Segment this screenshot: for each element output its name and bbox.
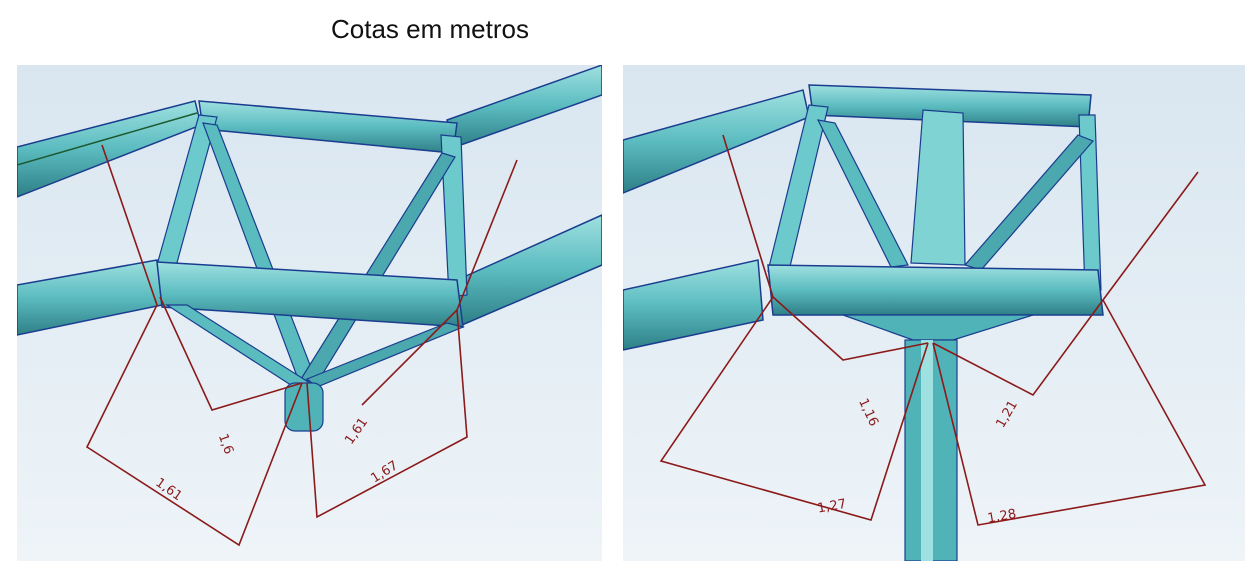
frame-right-post (1078, 114, 1102, 292)
frame-left-diagonal (816, 119, 909, 268)
frame-right-post (440, 134, 468, 298)
dimension-label-4: 1,6 (215, 432, 236, 457)
figure-caption: Cotas em metros (331, 14, 529, 44)
right-structure-view: 1,16 1,21 1,27 1,28 (623, 65, 1245, 561)
dimension-label-1: 1,27 (816, 497, 847, 517)
right-structure-drawing: 1,16 1,21 1,27 1,28 (623, 65, 1245, 561)
column-highlight (921, 340, 933, 561)
left-structure-view: 1,61 1,67 1,61 1,6 (17, 65, 602, 561)
frame-bottom-chord (767, 264, 1104, 316)
left-structure-drawing: 1,61 1,67 1,61 1,6 (17, 65, 602, 561)
dimension-lines (659, 134, 1207, 526)
lower-left-beam (623, 259, 764, 351)
dimension-lines (85, 144, 518, 547)
column-stub (284, 382, 324, 432)
dimension-label-2: 1,28 (986, 507, 1017, 527)
